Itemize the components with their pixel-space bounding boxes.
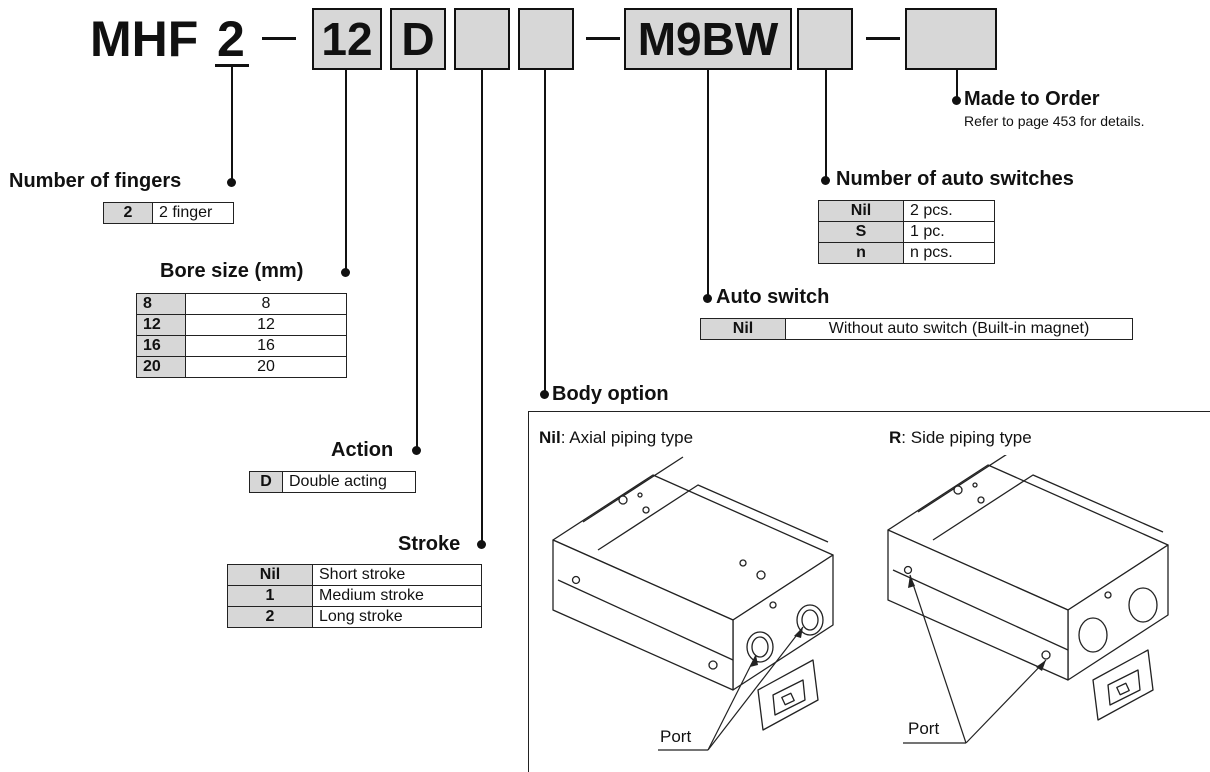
- num-switches-desc-cell: 2 pcs.: [903, 200, 995, 222]
- dot-bore: [341, 268, 350, 277]
- leader-fingers: [231, 66, 233, 182]
- num-switches-desc-cell: 1 pc.: [903, 221, 995, 243]
- dash-3: [866, 37, 900, 40]
- side-piping-gripper-illustration: [887, 455, 1169, 744]
- dot-fingers: [227, 178, 236, 187]
- switch-model-box: M9BW: [624, 8, 792, 70]
- leader-body-option: [544, 70, 546, 394]
- dot-auto-switch: [703, 294, 712, 303]
- stroke-title: Stroke: [398, 533, 461, 555]
- fingers-code-underline: [215, 64, 249, 67]
- axial-piping-label: Nil: Axial piping type: [539, 428, 693, 448]
- fingers-title: Number of fingers: [9, 170, 182, 192]
- num-switches-title: Number of auto switches: [836, 168, 1074, 190]
- dot-num-switches: [821, 176, 830, 185]
- stroke-desc-cell: Long stroke: [312, 606, 482, 628]
- leader-bore: [345, 70, 347, 272]
- bore-title: Bore size (mm): [160, 260, 304, 282]
- leader-num-switches: [825, 70, 827, 180]
- stroke-code-cell: 2: [227, 606, 313, 628]
- leader-stroke: [481, 70, 483, 544]
- action-title: Action: [331, 439, 394, 461]
- table-row: Nil Without auto switch (Built-in magnet…: [700, 318, 1133, 340]
- bore-desc-cell: 16: [185, 335, 347, 357]
- series-code: MHF: [90, 11, 199, 67]
- bore-desc-cell: 12: [185, 314, 347, 336]
- auto-switch-table: Nil Without auto switch (Built-in magnet…: [700, 318, 1133, 340]
- action-desc-cell: Double acting: [282, 471, 416, 493]
- port-label-right: Port: [908, 719, 940, 738]
- axial-piping-text: : Axial piping type: [560, 428, 694, 447]
- stroke-code-box: [454, 8, 510, 70]
- dot-action: [412, 446, 421, 455]
- bore-desc-cell: 8: [185, 293, 347, 315]
- leader-made-to-order: [956, 70, 958, 100]
- stroke-code-cell: 1: [227, 585, 313, 607]
- fingers-code-cell: 2: [103, 202, 153, 224]
- side-piping-label: R: Side piping type: [889, 428, 1032, 448]
- stroke-desc-cell: Medium stroke: [312, 585, 482, 607]
- num-switches-code-cell: S: [818, 221, 904, 243]
- action-code-box: D: [390, 8, 446, 70]
- bore-code-cell: 20: [136, 356, 186, 378]
- bore-code-cell: 12: [136, 314, 186, 336]
- body-option-code-box: [518, 8, 574, 70]
- action-table: D Double acting: [249, 471, 416, 493]
- dash-1: [262, 37, 296, 40]
- action-code-cell: D: [249, 471, 283, 493]
- stroke-code-cell: Nil: [227, 564, 313, 586]
- port-label-left: Port: [660, 727, 692, 746]
- made-to-order-code-box: [905, 8, 997, 70]
- fingers-desc-cell: 2 finger: [152, 202, 234, 224]
- made-to-order-note: Refer to page 453 for details.: [964, 113, 1145, 129]
- num-switches-code-cell: n: [818, 242, 904, 264]
- bore-code-cell: 8: [136, 293, 186, 315]
- dot-made-to-order: [952, 96, 961, 105]
- leader-auto-switch: [707, 70, 709, 298]
- side-piping-code: R: [889, 428, 902, 447]
- num-switches-code-cell: Nil: [818, 200, 904, 222]
- dash-2: [586, 37, 620, 40]
- body-option-title: Body option: [552, 383, 669, 405]
- axial-piping-gripper-illustration: [552, 456, 834, 751]
- body-option-panel: [528, 411, 1210, 772]
- made-to-order-title: Made to Order: [964, 88, 1100, 110]
- fingers-table: 2 2 finger: [103, 202, 234, 224]
- bore-desc-cell: 20: [185, 356, 347, 378]
- stroke-desc-cell: Short stroke: [312, 564, 482, 586]
- side-piping-text: : Side piping type: [901, 428, 1032, 447]
- fingers-code: 2: [217, 11, 245, 67]
- bore-code-cell: 16: [136, 335, 186, 357]
- num-switches-code-box: [797, 8, 853, 70]
- table-row: D Double acting: [249, 471, 416, 493]
- leader-action: [416, 70, 418, 450]
- dot-body-option: [540, 390, 549, 399]
- auto-switch-desc-cell: Without auto switch (Built-in magnet): [785, 318, 1133, 340]
- bore-code-box: 12: [312, 8, 382, 70]
- num-switches-desc-cell: n pcs.: [903, 242, 995, 264]
- auto-switch-code-cell: Nil: [700, 318, 786, 340]
- table-row: 2 2 finger: [103, 202, 234, 224]
- dot-stroke: [477, 540, 486, 549]
- auto-switch-title: Auto switch: [716, 286, 830, 308]
- axial-piping-code: Nil: [539, 428, 561, 447]
